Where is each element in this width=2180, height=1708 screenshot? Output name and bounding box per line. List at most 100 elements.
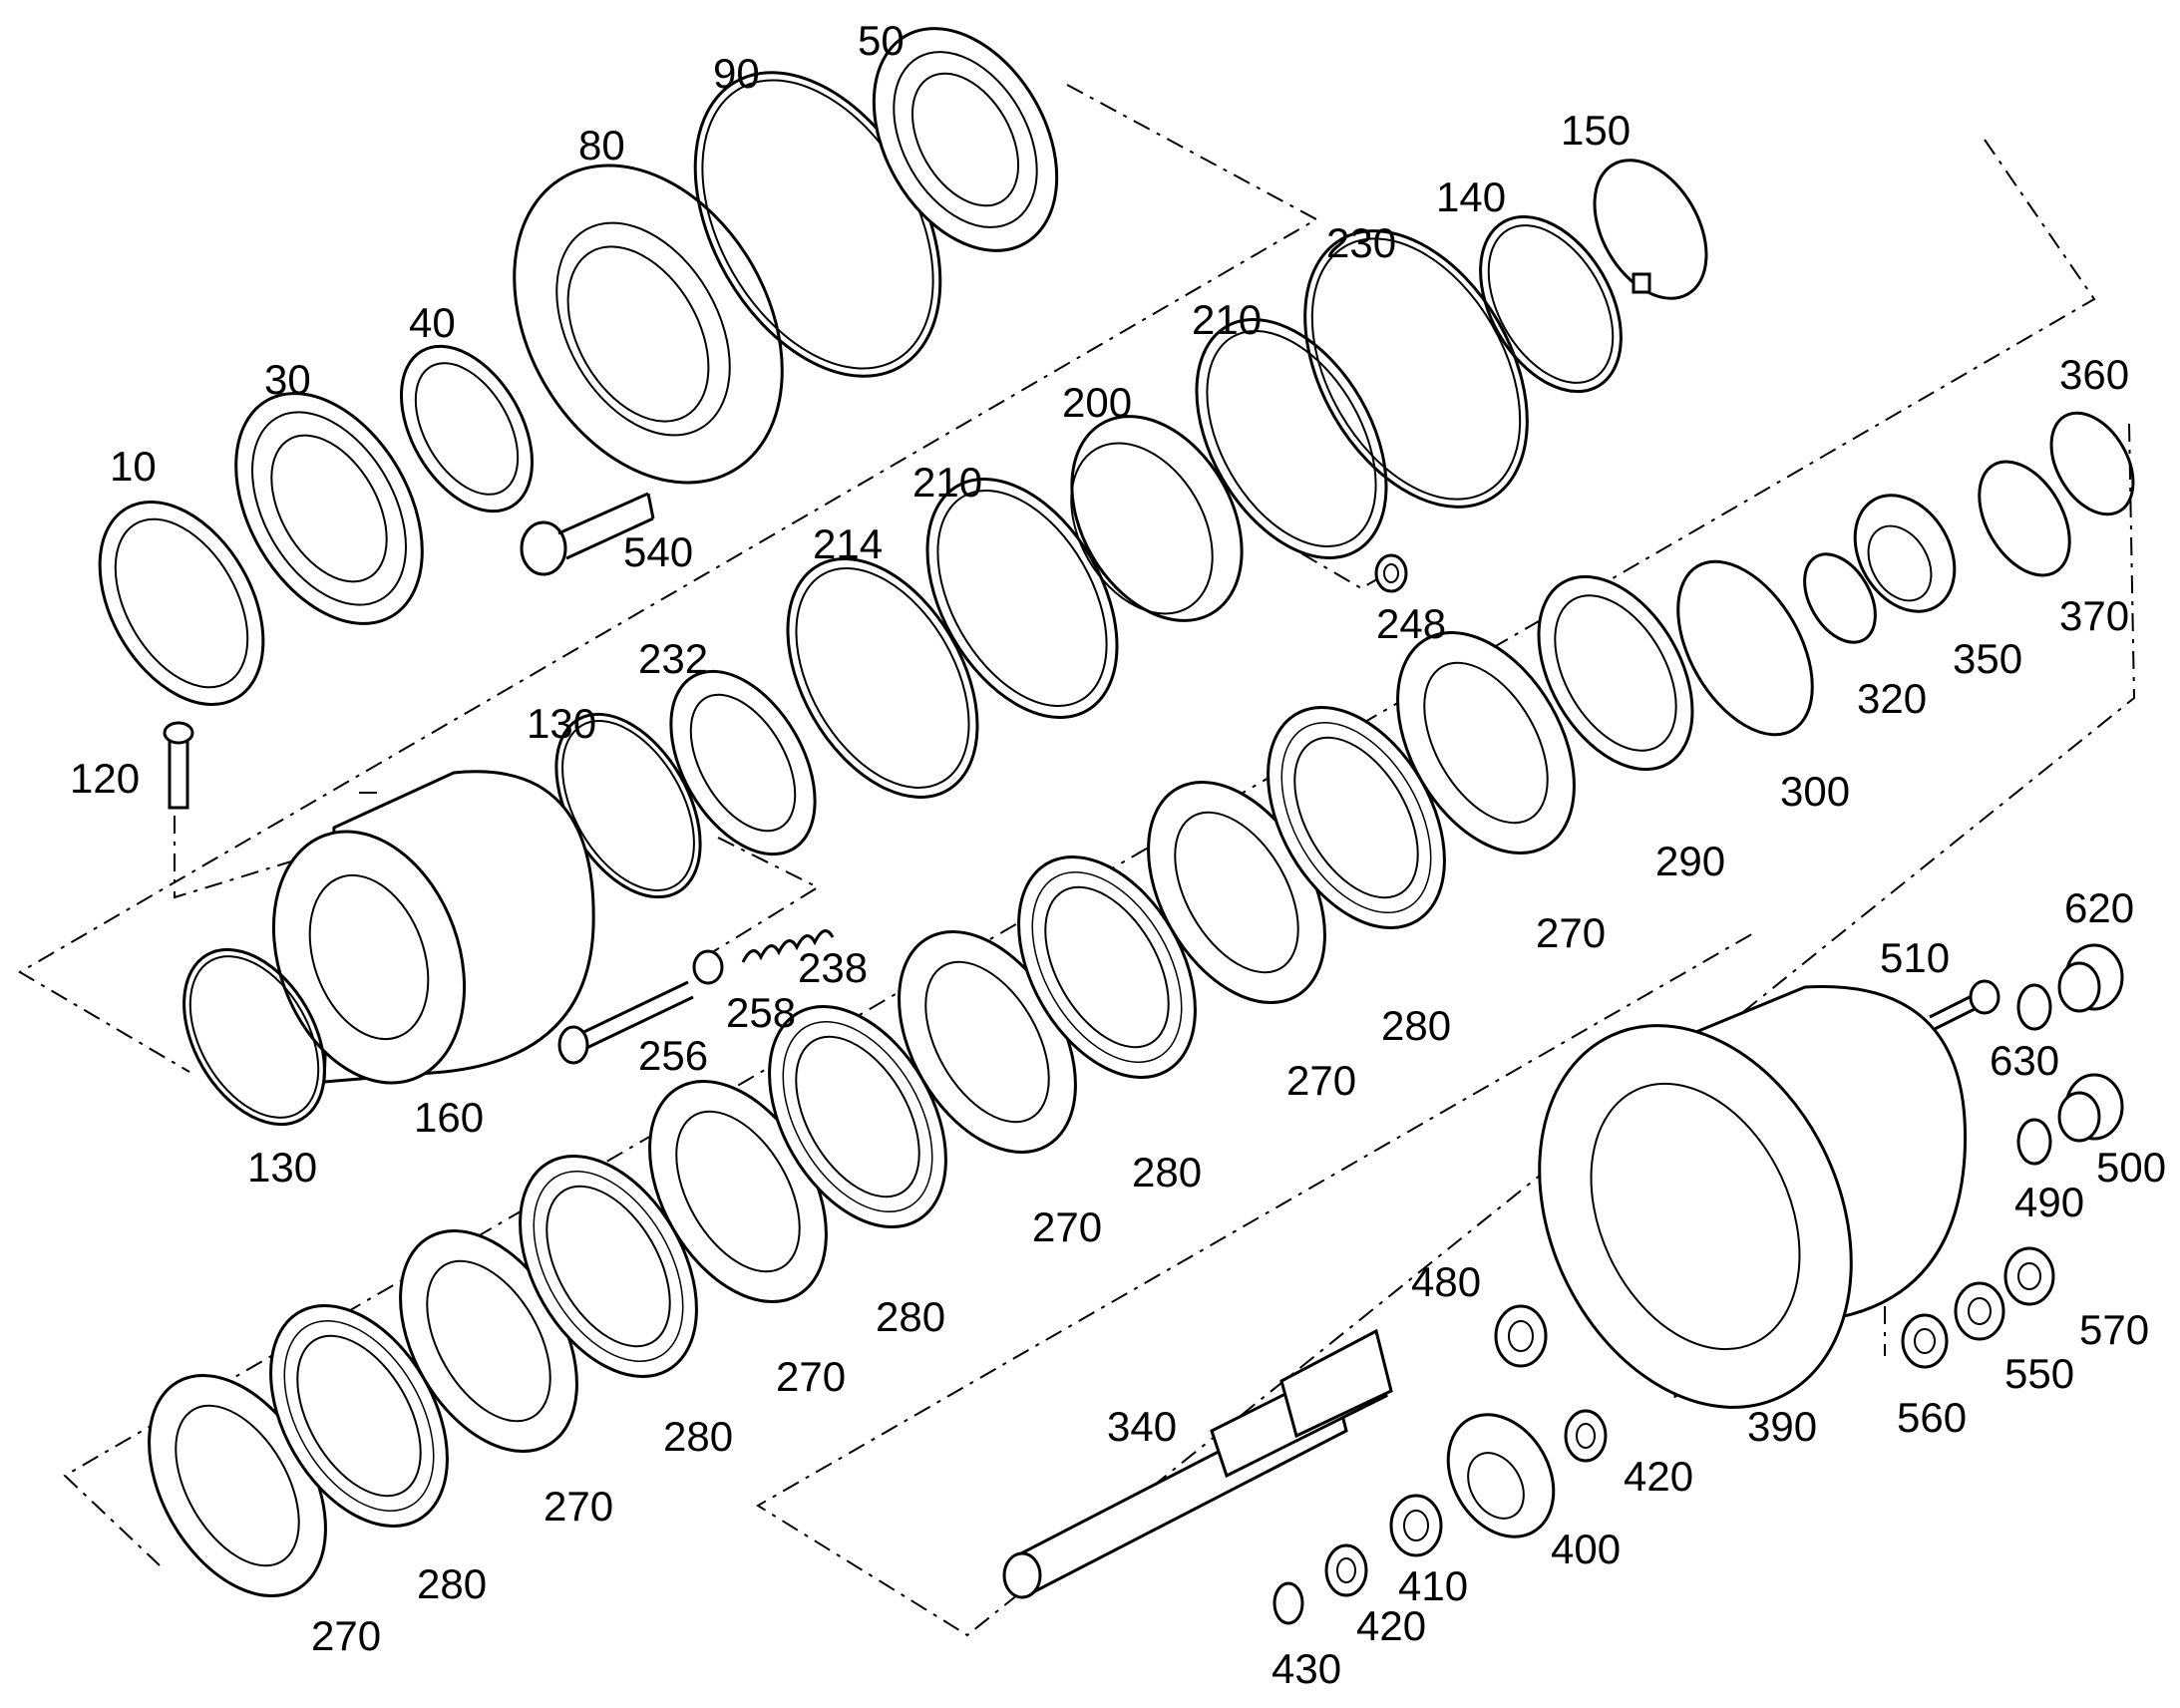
callout-210-lower: 210: [912, 459, 982, 506]
callout-214: 214: [813, 520, 883, 567]
part-214-ring: [786, 557, 979, 799]
callout-420-upper: 420: [1624, 1453, 1693, 1500]
part-130-o-ring-lower: [182, 947, 326, 1127]
callout-480: 480: [1411, 1258, 1481, 1305]
part-258-washer: [692, 949, 724, 985]
part-248-nut: [1374, 553, 1408, 593]
part-390-housing: [1538, 984, 1968, 1409]
part-280-disk-4: [1017, 855, 1197, 1079]
part-270-disk-2: [399, 1229, 578, 1453]
callout-232: 232: [638, 635, 708, 682]
part-140-ring: [1479, 214, 1623, 394]
callout-620: 620: [2064, 884, 2134, 931]
part-350-gear: [1853, 494, 1957, 613]
callout-40: 40: [409, 299, 456, 346]
callout-160: 160: [414, 1094, 484, 1141]
callout-230: 230: [1326, 219, 1396, 266]
callout-360: 360: [2059, 351, 2129, 398]
part-500-plug: [2057, 1073, 2124, 1143]
part-420-washer-upper: [1564, 1409, 1608, 1463]
part-210-ring-upper: [1195, 318, 1388, 559]
part-232-plate: [669, 669, 817, 856]
part-40-ring: [399, 344, 535, 513]
part-150-snap-ring: [1593, 159, 1708, 300]
callout-290: 290: [1655, 838, 1725, 884]
callout-510: 510: [1880, 934, 1950, 981]
callout-labels: 10 30 40 80 90 50 540 150 140 230 210 20…: [70, 17, 2166, 1692]
part-630-ring: [2016, 983, 2052, 1031]
callout-270-d: 270: [1032, 1203, 1102, 1250]
callout-10: 10: [110, 443, 157, 490]
part-570-nut: [2003, 1246, 2055, 1306]
callout-270-c: 270: [776, 1353, 846, 1400]
callout-320: 320: [1857, 675, 1927, 722]
callout-270-b: 270: [544, 1483, 613, 1530]
callout-140: 140: [1436, 173, 1506, 220]
part-420-washer-lower: [1324, 1543, 1368, 1597]
callout-200: 200: [1062, 379, 1132, 426]
callout-560: 560: [1897, 1394, 1967, 1441]
callout-248: 248: [1376, 600, 1446, 647]
part-510-bolt: [1929, 979, 2000, 1031]
callout-30: 30: [264, 356, 311, 403]
callout-150: 150: [1561, 107, 1631, 154]
part-300-snap-ring: [1676, 559, 1814, 737]
callout-238: 238: [798, 944, 868, 991]
part-10-seal: [98, 501, 265, 706]
callout-420-lower: 420: [1356, 1602, 1426, 1649]
part-256-bolt: [557, 980, 694, 1065]
part-200-sleeve: [1070, 415, 1244, 622]
callout-500: 500: [2096, 1144, 2166, 1191]
part-280-disk-3: [768, 1005, 947, 1228]
callout-80: 80: [578, 122, 625, 169]
part-490-ring: [2016, 1118, 2052, 1166]
callout-280-a: 280: [417, 1560, 487, 1607]
callout-258: 258: [726, 989, 796, 1036]
part-560-washer: [1901, 1313, 1949, 1369]
callout-390: 390: [1747, 1403, 1817, 1450]
callout-270-e: 270: [1286, 1057, 1356, 1104]
callout-210-upper: 210: [1192, 296, 1262, 343]
callout-280-b: 280: [663, 1413, 733, 1460]
callout-256: 256: [638, 1032, 708, 1079]
part-620-plug: [2057, 943, 2124, 1013]
callout-50: 50: [858, 17, 905, 64]
part-80-flange-housing: [513, 164, 784, 485]
callout-370: 370: [2059, 592, 2129, 639]
part-270-disk-6: [1396, 631, 1576, 854]
callout-400: 400: [1551, 1526, 1621, 1572]
callout-630: 630: [1990, 1037, 2059, 1084]
part-410-nut: [1389, 1494, 1443, 1557]
callout-340: 340: [1107, 1403, 1177, 1450]
part-340-shaft: [1002, 1328, 1393, 1599]
callout-490: 490: [2014, 1179, 2084, 1225]
part-320-ring: [1803, 552, 1877, 644]
part-30-bearing: [234, 392, 424, 625]
callout-130-upper: 130: [527, 700, 596, 747]
callout-570: 570: [2079, 1306, 2149, 1353]
callout-270-a: 270: [311, 1612, 381, 1659]
part-160-piston-housing: [271, 770, 595, 1085]
callout-130-lower: 130: [247, 1144, 317, 1191]
part-238-spring: [741, 929, 835, 963]
part-360-snap-ring: [2049, 411, 2135, 516]
part-370-snap-ring: [1978, 460, 2071, 577]
callout-410: 410: [1398, 1562, 1468, 1609]
part-550-bushing: [1954, 1281, 2005, 1341]
callout-90: 90: [713, 50, 760, 97]
part-230-ring: [1303, 229, 1529, 509]
disk-stack: [148, 631, 1576, 1597]
part-290-ring: [1537, 574, 1694, 772]
part-120-bolt: [163, 721, 194, 810]
callout-550: 550: [2004, 1350, 2074, 1397]
part-50-bearing: [872, 27, 1059, 252]
part-400-gear: [1446, 1413, 1556, 1538]
callout-430: 430: [1272, 1645, 1341, 1692]
callout-270-f: 270: [1536, 909, 1606, 956]
part-430-ring: [1272, 1581, 1304, 1625]
callout-280-e: 280: [1381, 1002, 1451, 1049]
callout-300: 300: [1780, 768, 1850, 815]
callout-280-c: 280: [876, 1293, 945, 1340]
part-480-tab-washer: [1494, 1304, 1548, 1368]
